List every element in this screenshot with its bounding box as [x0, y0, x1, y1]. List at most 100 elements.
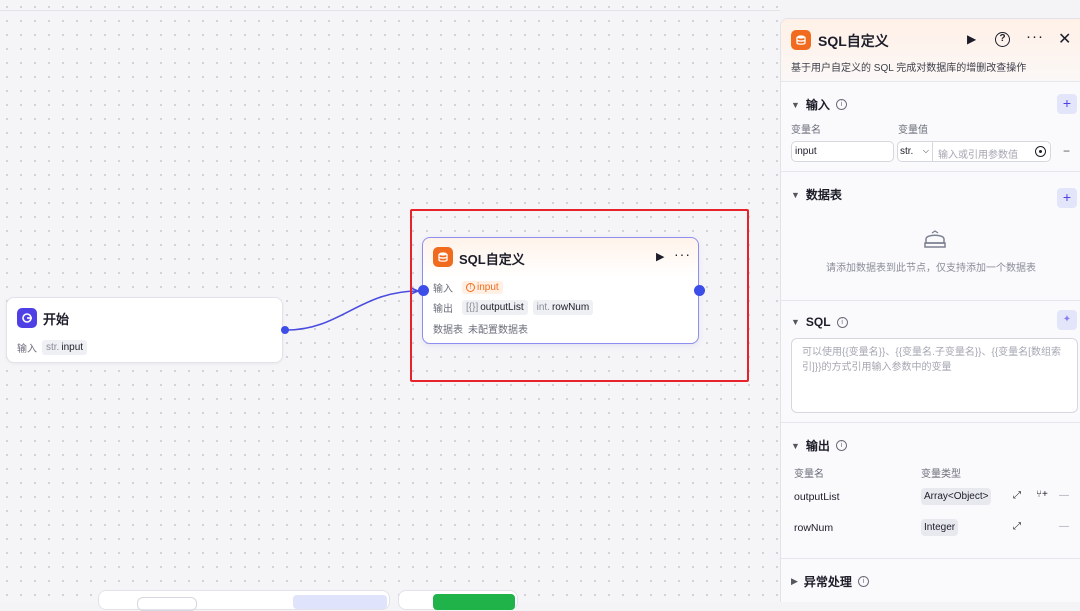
input-section-title: 输入: [805, 98, 830, 112]
add-input-button[interactable]: +: [1057, 94, 1077, 114]
warning-icon: !: [466, 283, 475, 292]
sql-output-chip-2: int.rowNum: [532, 300, 594, 315]
expand-icon[interactable]: ⤢: [1013, 490, 1021, 501]
error-section: ▶ 异常处理 i: [781, 559, 1080, 602]
sql-table-label: 数据表: [433, 325, 463, 336]
database-icon: [791, 30, 811, 50]
more-icon[interactable]: ···: [1026, 28, 1044, 45]
output-section: ▼ 输出 i 变量名 变量类型 outputList Array<Object>…: [781, 423, 1080, 559]
sql-input-label: 输入: [433, 284, 453, 295]
panel-description: 基于用户自定义的 SQL 完成对数据库的增删改查操作: [791, 63, 1027, 74]
table-section-title: 数据表: [805, 188, 842, 202]
output-section-title: 输出: [805, 439, 830, 453]
canvas-toolbar: [98, 590, 390, 611]
input-var-name-field[interactable]: input: [791, 141, 894, 162]
canvas-top-divider: [0, 10, 780, 11]
zoom-control[interactable]: [137, 597, 197, 611]
output-col-type: 变量类型: [921, 469, 961, 480]
workflow-canvas[interactable]: 开始 输入 str.input SQL自定义 ▶ ··· 输入 !input 输…: [0, 0, 780, 611]
node-config-panel: SQL自定义 ▶ ? ··· ✕ 基于用户自定义的 SQL 完成对数据库的增删改…: [780, 18, 1080, 602]
output-row-2-type: Integer: [921, 519, 959, 536]
play-icon[interactable]: ▶: [967, 32, 977, 46]
database-icon: [433, 247, 453, 267]
sql-output-1-type: [{}]: [466, 302, 479, 313]
input-type-value: str.: [900, 146, 914, 157]
empty-table-text: 请添加数据表到此节点，仅支持添加一个数据表: [826, 263, 1036, 274]
chevron-right-icon: ▶: [791, 576, 798, 586]
input-value-placeholder: 输入或引用参数值: [938, 150, 1018, 161]
sql-section-title: SQL: [805, 315, 831, 329]
selection-highlight: [410, 209, 749, 382]
sql-node-title: SQL自定义: [459, 252, 525, 267]
input-value-field[interactable]: 输入或引用参数值: [932, 141, 1051, 162]
expand-icon[interactable]: ⤢: [1013, 521, 1021, 532]
error-section-header[interactable]: ▶ 异常处理 i: [791, 573, 869, 590]
sql-input-var: input: [477, 282, 499, 293]
empty-table-icon: [923, 230, 947, 255]
start-node-input-row: 输入 str.input: [17, 340, 88, 355]
panel-title: SQL自定义: [818, 33, 889, 49]
start-input-chip: str.input: [42, 340, 88, 355]
input-section: ▼ 输入 i + 变量名 变量值: [781, 82, 1080, 172]
chevron-down-icon: ▼: [791, 189, 800, 200]
add-table-button[interactable]: +: [1057, 188, 1077, 208]
sql-node[interactable]: SQL自定义 ▶ ··· 输入 !input 输出 [{}]outputList…: [422, 237, 699, 344]
remove-output-button[interactable]: —: [1059, 521, 1069, 532]
start-input-name: input: [61, 342, 84, 353]
start-node-title: 开始: [43, 312, 70, 327]
more-icon[interactable]: ···: [674, 246, 691, 262]
start-node[interactable]: 开始 输入 str.input: [6, 297, 283, 363]
output-section-header[interactable]: ▼ 输出 i: [791, 437, 847, 454]
sql-output-2-type: int.: [536, 302, 550, 313]
sql-node-input-row: 输入 !input: [433, 280, 503, 295]
error-section-title: 异常处理: [803, 575, 852, 589]
sql-section: ▼ SQL i: [781, 301, 1080, 423]
run-toolbar: [398, 590, 518, 610]
sql-table-value: 未配置数据表: [468, 325, 528, 336]
input-type-select[interactable]: str. ⌵: [897, 141, 933, 162]
start-input-label: 输入: [17, 344, 37, 355]
input-col-name: 变量名: [791, 125, 821, 136]
table-section-header[interactable]: ▼ 数据表: [791, 186, 842, 203]
info-icon[interactable]: i: [835, 99, 847, 110]
output-row-1-type: Array<Object>: [921, 488, 992, 505]
add-node-button[interactable]: [293, 595, 387, 609]
reference-variable-icon[interactable]: [1035, 146, 1046, 157]
sql-output-label: 输出: [433, 304, 453, 315]
help-icon[interactable]: ?: [995, 32, 1010, 47]
sql-editor[interactable]: 可以使用{{变量名}}、{{变量名.子变量名}}、{{变量名[数组索引]}}的方…: [791, 338, 1078, 413]
output-col-name: 变量名: [794, 469, 824, 480]
sql-input-chip: !input: [462, 281, 503, 294]
sql-input-port[interactable]: [418, 285, 429, 296]
sql-output-chip-1: [{}]outputList: [462, 300, 528, 315]
output-row-1-name: outputList: [794, 491, 840, 503]
sql-section-header[interactable]: ▼ SQL i: [791, 315, 848, 329]
chevron-down-icon: ▼: [791, 317, 800, 327]
sql-output-port[interactable]: [694, 285, 705, 296]
panel-header: SQL自定义 ▶ ? ··· ✕ 基于用户自定义的 SQL 完成对数据库的增删改…: [781, 19, 1080, 82]
input-col-value: 变量值: [898, 125, 928, 136]
chevron-down-icon: ▼: [791, 440, 800, 451]
test-run-button[interactable]: [433, 594, 515, 610]
info-icon[interactable]: i: [857, 576, 869, 587]
play-icon[interactable]: ▶: [656, 251, 665, 263]
output-row-2-name: rowNum: [794, 522, 834, 534]
remove-input-button[interactable]: −: [1063, 144, 1071, 158]
remove-output-button[interactable]: —: [1059, 490, 1069, 501]
info-icon[interactable]: i: [836, 316, 848, 328]
chevron-down-icon: ⌵: [922, 146, 929, 155]
chevron-down-icon: ▼: [791, 99, 800, 110]
start-node-icon: [17, 308, 37, 328]
sql-output-1-name: outputList: [480, 302, 524, 313]
input-section-header[interactable]: ▼ 输入 i: [791, 96, 847, 113]
start-output-port[interactable]: [281, 326, 289, 334]
close-icon[interactable]: ✕: [1058, 31, 1072, 48]
info-icon[interactable]: i: [835, 440, 847, 451]
sql-node-output-row: 输出 [{}]outputList int.rowNum: [433, 300, 594, 315]
sql-output-2-name: rowNum: [551, 302, 590, 313]
add-child-icon[interactable]: ⑂+: [1036, 489, 1048, 500]
ai-generate-icon[interactable]: ✦: [1057, 310, 1077, 330]
table-section: ▼ 数据表 +: [781, 172, 1080, 301]
sql-node-table-row: 数据表 未配置数据表: [433, 321, 528, 336]
start-input-type: str.: [46, 342, 60, 353]
